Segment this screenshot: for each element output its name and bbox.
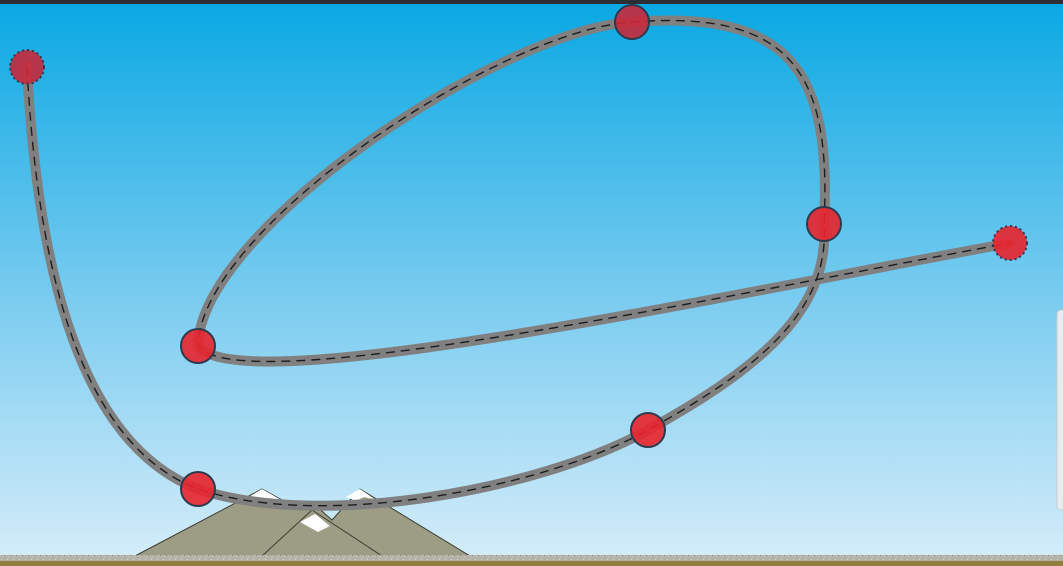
- ground-gravel: [0, 555, 1063, 561]
- control-point-4[interactable]: [614, 4, 650, 40]
- start-anchor-point[interactable]: [9, 49, 45, 85]
- ground-dirt: [0, 561, 1063, 566]
- mountain-snow-middle: [300, 514, 330, 532]
- control-point-2[interactable]: [630, 412, 666, 448]
- control-points: [9, 4, 1028, 507]
- track-centerline: [26, 19, 1011, 507]
- control-point-3[interactable]: [806, 206, 842, 242]
- sky-background: [0, 4, 1063, 555]
- mountain-snow-right: [346, 489, 376, 501]
- control-point-5[interactable]: [180, 328, 216, 364]
- end-anchor-point[interactable]: [992, 225, 1028, 261]
- control-point-1[interactable]: [180, 471, 216, 507]
- side-panel-edge[interactable]: [1056, 309, 1063, 511]
- top-bar: [0, 0, 1063, 4]
